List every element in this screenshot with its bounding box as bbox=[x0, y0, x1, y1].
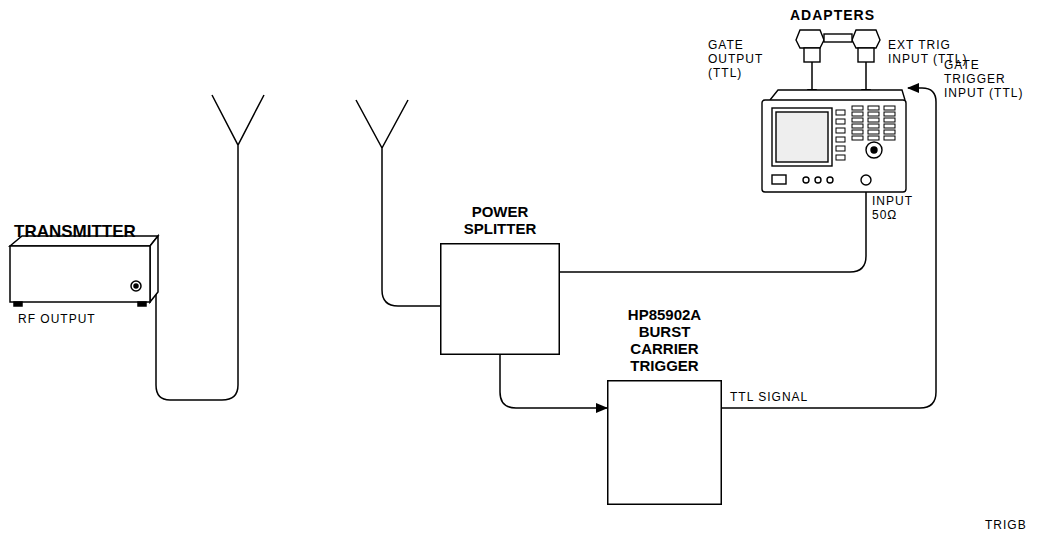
spectrum-analyzer bbox=[762, 90, 906, 192]
ttl-cable bbox=[722, 88, 936, 408]
group-label: ADAPTERS bbox=[790, 8, 900, 22]
node-heading: POWER SPLITTER bbox=[445, 203, 555, 237]
transmitter-housing bbox=[10, 236, 158, 306]
antenna bbox=[356, 100, 440, 306]
port-label: GATE OUTPUT (TTL) bbox=[708, 38, 788, 80]
transmitter-box: TRANSMITTERRF OUTPUT bbox=[10, 246, 150, 302]
signal-label: TTL SIGNAL bbox=[730, 390, 840, 404]
node-heading: TRANSMITTER bbox=[14, 223, 174, 240]
box-outline bbox=[440, 243, 560, 355]
figure-id: TRIGB bbox=[985, 518, 1040, 532]
port-label: RF OUTPUT bbox=[18, 312, 96, 326]
splitter-box: POWER SPLITTER bbox=[440, 243, 560, 355]
trigger-box: HP85902A BURST CARRIER TRIGGER bbox=[607, 380, 722, 505]
key-grid bbox=[852, 106, 895, 140]
node-heading: HP85902A BURST CARRIER TRIGGER bbox=[619, 306, 711, 374]
antenna bbox=[156, 95, 264, 400]
rf-cable bbox=[560, 186, 866, 272]
port-label: INPUT 50Ω bbox=[872, 194, 932, 222]
adapters bbox=[796, 30, 880, 62]
port-label: GATE TRIGGER INPUT (TTL) bbox=[944, 58, 1039, 100]
connector bbox=[500, 355, 607, 408]
box-outline bbox=[607, 380, 722, 505]
